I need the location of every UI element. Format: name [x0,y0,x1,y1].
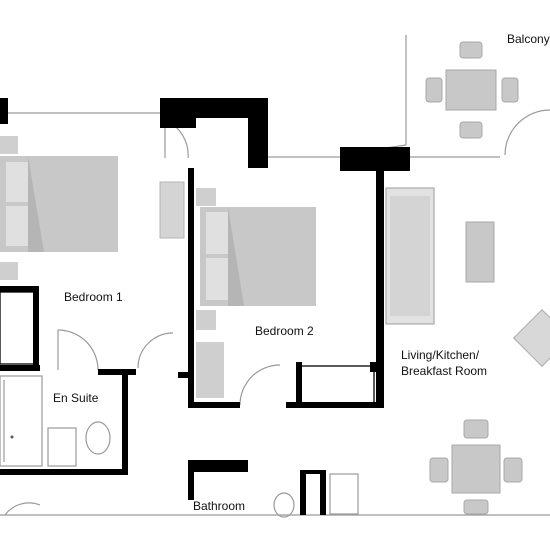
ensuite-toilet [85,421,111,455]
bedroom2-door-swing [239,364,281,406]
dining-table [451,444,501,494]
wall-ensuite-top-right [98,369,136,375]
thin-lines [0,35,550,516]
bathroom-fixtures [273,473,359,518]
wall-center-column [340,147,410,171]
wall-bathroom-right-b [320,470,326,515]
bedroom1-pillow-1 [6,162,28,202]
shower-tray [0,375,43,467]
bedroom2-dresser [196,342,224,398]
room-label-balcony: Balcony [507,32,550,46]
ensuite-door-swing [57,329,99,371]
bedroom2-pillow-2 [206,258,228,300]
bathroom-toilet [273,492,295,518]
room-label-bedroom-1: Bedroom 1 [64,290,123,304]
wall-bedroom2-bottom-right [286,402,384,408]
wall-bedroom2-bottom-stub [296,362,302,406]
bedroom1-furniture [0,136,185,280]
bedroom2-pillow-1 [206,212,228,254]
wall-bedroom2-inner-stub [370,362,380,372]
wall-bathroom-right-a [300,470,306,515]
balcony-chair-bottom [459,121,483,139]
bedroom2-duvet-fold [228,207,244,306]
cupboards [0,291,375,405]
ensuite-basin [47,427,77,467]
room-label-bathroom: Bathroom [193,499,246,513]
balcony-chair-right [501,77,519,103]
wall-bedroom2-bottom-left [188,402,240,408]
wall-bedroom1-top-right [160,98,268,168]
wall-bedroom2-left [188,168,194,408]
bedroom1-pillow-2 [6,206,28,246]
dining-chair-right [503,457,523,483]
bedroom2-side-table-bottom [196,310,216,330]
wall-center-stub [178,372,192,378]
balcony-table-set [425,41,519,139]
dining-table-set [429,419,523,515]
walls [0,98,410,515]
bedroom-1-lower-door-swing [137,332,174,369]
bedroom1-duvet-fold [28,156,44,252]
living-armchair [513,309,550,367]
ensuite-fixtures [0,375,111,467]
dining-chair-top [463,419,489,439]
wall-bathroom-top [188,460,248,472]
living-coffee-table [465,221,495,283]
shower-drain-icon [10,435,14,439]
balcony-table [445,69,497,111]
bedroom2-wardrobe [299,365,375,405]
bedroom1-desk [159,181,185,239]
wall-bedroom1-divider-vert [33,286,39,366]
bedroom2-furniture [196,188,316,398]
wall-ensuite-top-left [0,365,40,371]
bathroom-door-swing [4,502,41,516]
wall-bedroom2-right [376,168,384,406]
balcony-chair-left [425,77,443,103]
living-furniture [385,187,550,367]
living-sofa-back [390,196,430,316]
bedroom1-wardrobe [0,291,35,365]
wall-top-left-stub [0,98,8,124]
room-label-living-line-1: Living/Kitchen/ [401,348,480,362]
wall-ensuite-bottom [0,469,128,475]
dining-chair-left [429,457,449,483]
room-label-living-line-2: Breakfast Room [401,364,488,378]
bedroom2-side-table-top [196,188,216,206]
room-label-bedroom-2: Bedroom 2 [255,324,314,338]
bathroom-bath [329,473,359,515]
wall-ensuite-right [122,369,128,475]
dining-chair-bottom [463,499,489,515]
wall-bedroom1-divider [0,286,38,292]
bedroom1-side-table-top [0,136,18,154]
room-label-en-suite: En Suite [53,391,99,405]
wall-bathroom-left [188,460,194,500]
balcony-chair-top [459,41,483,59]
bedroom1-side-table-bottom [0,262,18,280]
balcony-door-swing [504,109,550,156]
wall-bathroom-right-top [300,470,326,474]
